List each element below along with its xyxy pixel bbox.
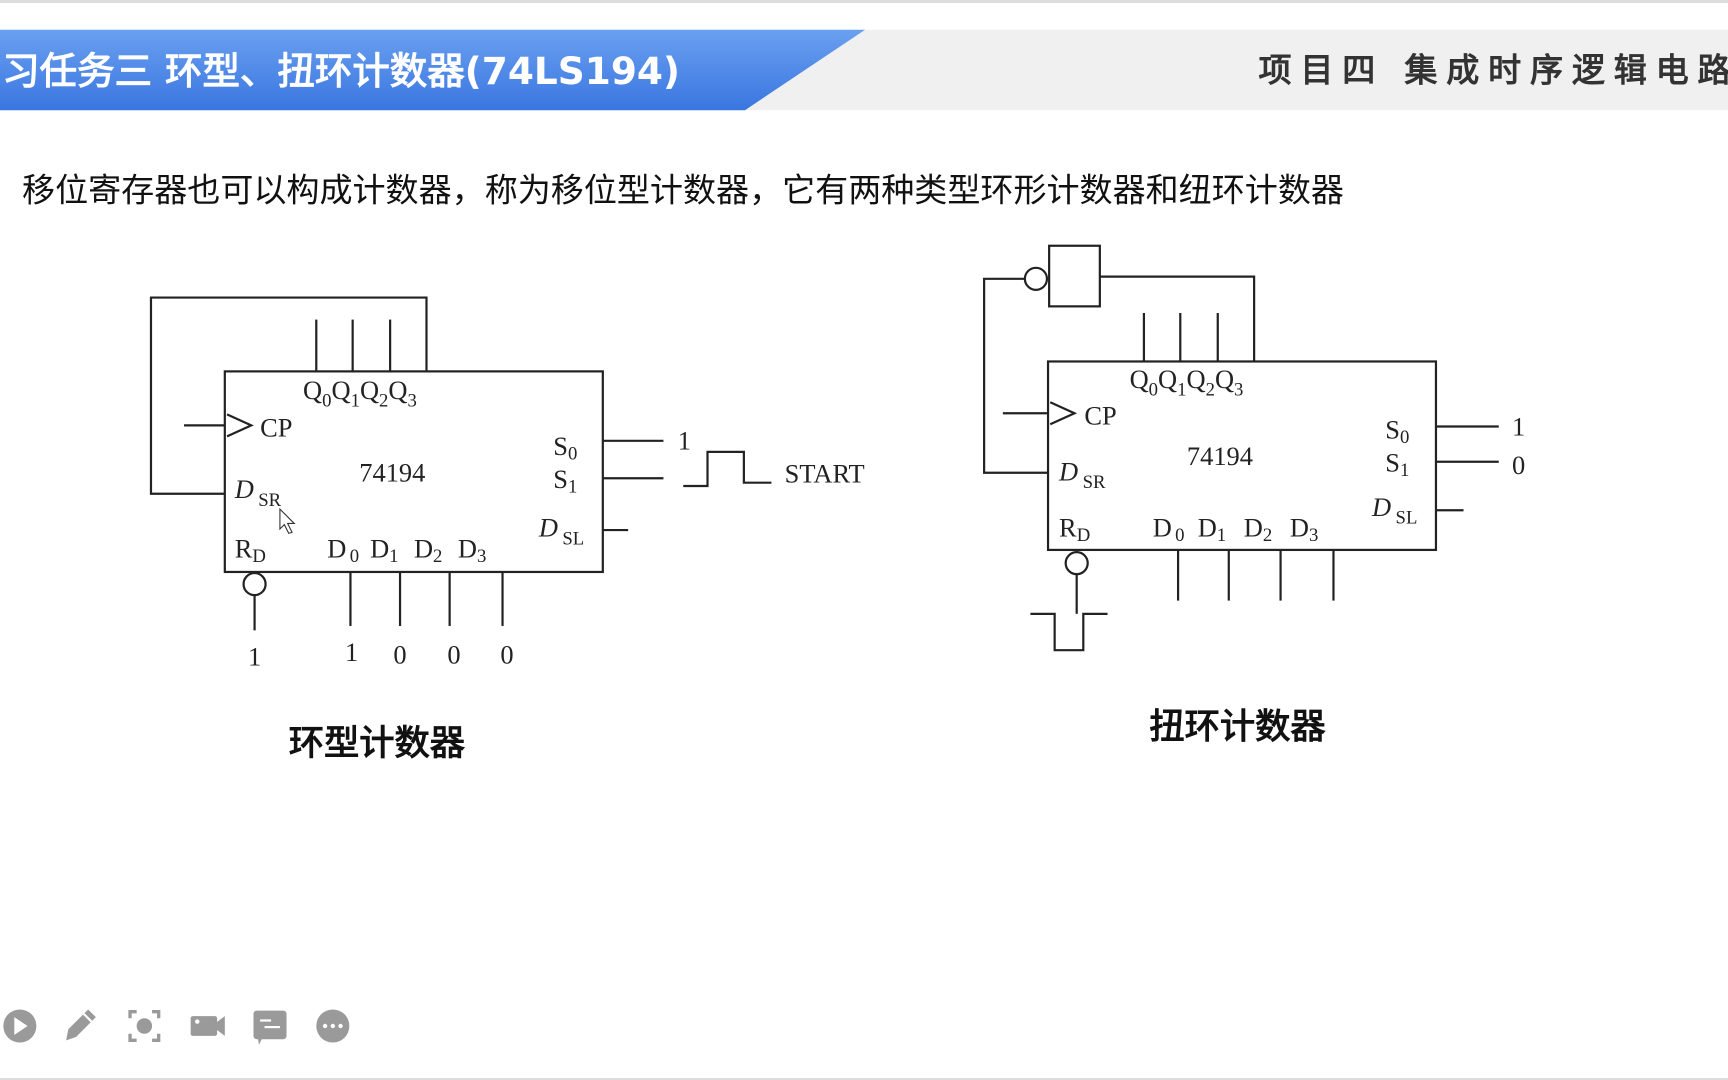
start-pulse [683, 450, 772, 488]
d0-value: 1 [345, 637, 358, 667]
d2-value: 0 [447, 639, 460, 669]
s1-label: S1 [553, 464, 577, 497]
project-title: 项目四 集成时序逻辑电路 [1259, 51, 1728, 90]
s0-label: S0 [1385, 415, 1409, 448]
chip-box [1046, 360, 1438, 552]
rd-bubble [242, 571, 267, 597]
s0-value: 1 [1512, 411, 1525, 441]
mouse-cursor-icon [279, 507, 296, 535]
q-labels: Q0Q1Q2Q3 [303, 375, 417, 412]
start-label: START [785, 459, 865, 489]
s0-value: 1 [678, 426, 691, 456]
q-labels: Q0Q1Q2Q3 [1130, 364, 1244, 401]
chip-box [223, 370, 604, 574]
inverter-bubble [1023, 266, 1049, 291]
clock-triangle [1049, 401, 1078, 426]
s0-label: S0 [553, 431, 577, 464]
cp-label: CP [260, 412, 292, 442]
s1-label: S1 [1385, 448, 1409, 481]
header-bar: 习任务三 环型、扭环计数器(74LS194) 项目四 集成时序逻辑电路 [0, 29, 1728, 111]
bottom-divider [0, 1078, 1728, 1080]
rd-label: RD [1059, 513, 1090, 546]
chip-label: 74194 [1187, 441, 1253, 471]
header-accent [0, 29, 866, 111]
header-title: 习任务三 环型、扭环计数器(74LS194) [2, 49, 680, 93]
s1-value: 0 [1512, 450, 1525, 480]
twisted-ring-counter-caption: 扭环计数器 [1149, 706, 1326, 747]
camera-icon[interactable] [190, 1016, 225, 1036]
top-divider [0, 0, 1728, 3]
cp-label: CP [1084, 400, 1116, 430]
chip-label: 74194 [359, 458, 425, 488]
comment-icon[interactable] [253, 1010, 287, 1045]
pen-icon[interactable] [66, 1009, 96, 1041]
rd-label: RD [235, 534, 266, 567]
rd-value: 1 [248, 642, 261, 672]
presentation-toolbar [3, 1009, 350, 1045]
feedback-wire [149, 296, 428, 495]
rd-bubble [1064, 551, 1089, 576]
inverter-gate [1048, 244, 1101, 308]
reset-pulse [1030, 612, 1108, 652]
feedback-wire [983, 277, 1049, 474]
clock-triangle [226, 413, 254, 438]
ring-counter-caption: 环型计数器 [289, 723, 466, 764]
d1-value: 0 [393, 639, 406, 669]
play-icon[interactable] [3, 1009, 37, 1043]
more-icon[interactable] [316, 1009, 350, 1043]
screenshot-icon[interactable] [128, 1010, 161, 1042]
d3-value: 0 [500, 639, 513, 669]
intro-text: 移位寄存器也可以构成计数器，称为移位型计数器，它有两种类型环形计数器和纽环计数器 [22, 171, 1344, 210]
